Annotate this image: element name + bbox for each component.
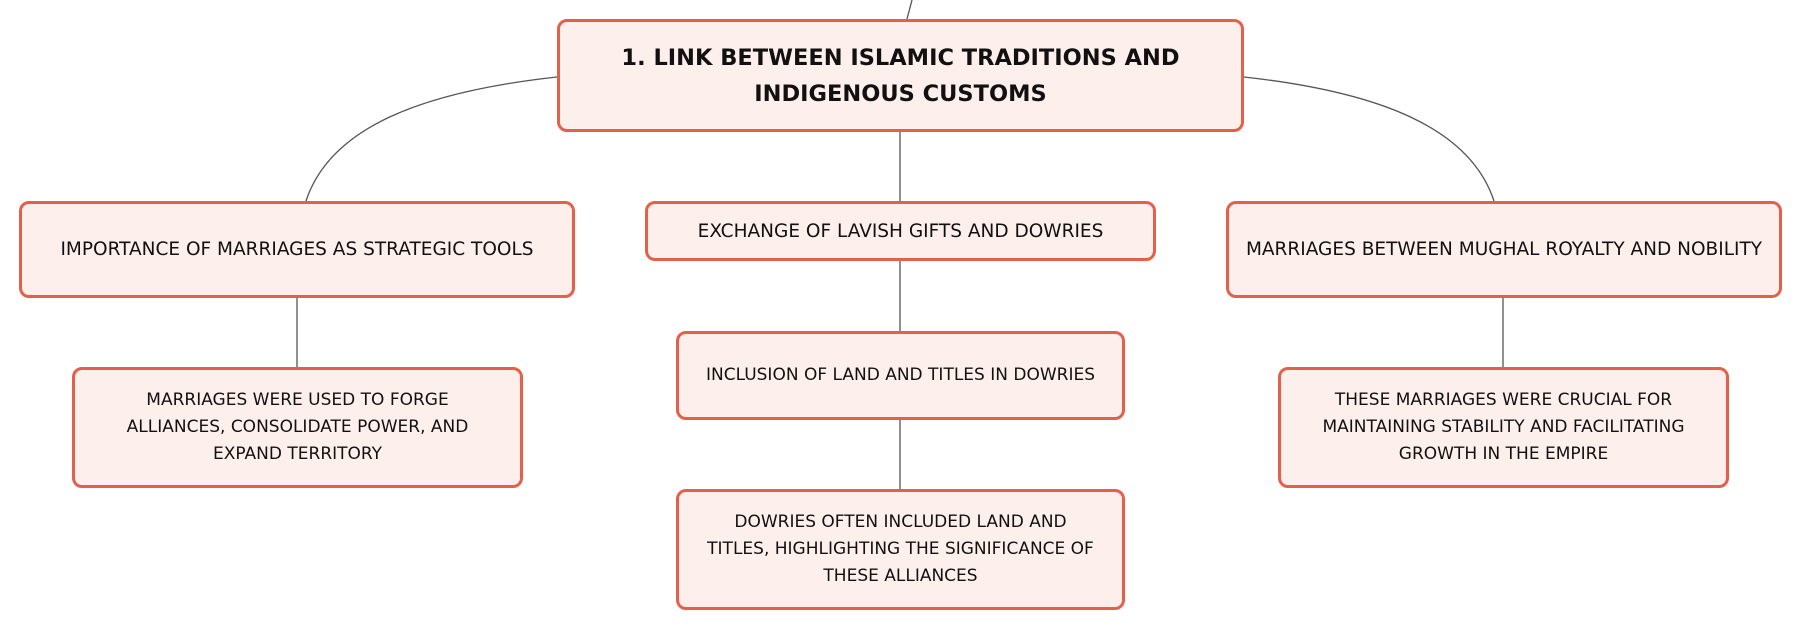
subtopic-stability-growth[interactable]: THESE MARRIAGES WERE CRUCIAL FOR MAINTAI… [1278,367,1729,488]
subtopic-label: MARRIAGES WERE USED TO FORGE ALLIANCES, … [126,390,469,464]
subtopic-land-titles[interactable]: INCLUSION OF LAND AND TITLES IN DOWRIES [676,331,1125,420]
topic-label: MARRIAGES BETWEEN MUGHAL ROYALTY AND NOB… [1245,239,1763,260]
root-topic[interactable]: 1. LINK BETWEEN ISLAMIC TRADITIONS AND I… [557,19,1244,132]
subtopic-dowries-significance[interactable]: DOWRIES OFTEN INCLUDED LAND AND TITLES, … [676,489,1125,610]
connector-root-to-left [305,76,558,202]
connector-from-parent [906,0,913,20]
root-topic-label: 1. LINK BETWEEN ISLAMIC TRADITIONS AND I… [621,44,1180,107]
connector-root-to-right [1243,76,1495,202]
topic-label: IMPORTANCE OF MARRIAGES AS STRATEGIC TOO… [60,239,534,260]
subtopic-alliances[interactable]: MARRIAGES WERE USED TO FORGE ALLIANCES, … [72,367,523,488]
topic-gifts-and-dowries[interactable]: EXCHANGE OF LAVISH GIFTS AND DOWRIES [645,201,1156,261]
subtopic-label: INCLUSION OF LAND AND TITLES IN DOWRIES [705,365,1096,385]
topic-royalty-nobility-marriages[interactable]: MARRIAGES BETWEEN MUGHAL ROYALTY AND NOB… [1226,201,1782,298]
subtopic-label: DOWRIES OFTEN INCLUDED LAND AND TITLES, … [707,512,1094,586]
subtopic-label: THESE MARRIAGES WERE CRUCIAL FOR MAINTAI… [1322,390,1685,464]
topic-strategic-marriages[interactable]: IMPORTANCE OF MARRIAGES AS STRATEGIC TOO… [19,201,575,298]
topic-label: EXCHANGE OF LAVISH GIFTS AND DOWRIES [697,220,1104,242]
